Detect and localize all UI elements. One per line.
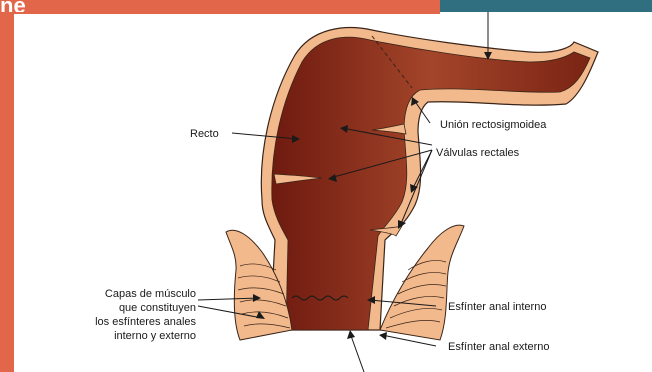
label-capas-line2: que constituyen bbox=[119, 302, 196, 314]
right-sphincter-muscle bbox=[380, 225, 464, 340]
label-esfinter-externo: Esfínter anal externo bbox=[448, 341, 550, 353]
label-esfinter-interno: Esfínter anal interno bbox=[448, 301, 546, 313]
label-capas-line3: los esfínteres anales bbox=[95, 316, 196, 328]
label-capas-line4: interno y externo bbox=[114, 330, 196, 342]
label-valvulas-rectales: Válvulas rectales bbox=[436, 147, 520, 159]
label-union-rectosigmoidea: Unión rectosigmoidea bbox=[440, 119, 547, 131]
label-capas-line1: Capas de músculo bbox=[105, 288, 196, 300]
label-recto: Recto bbox=[190, 128, 219, 140]
